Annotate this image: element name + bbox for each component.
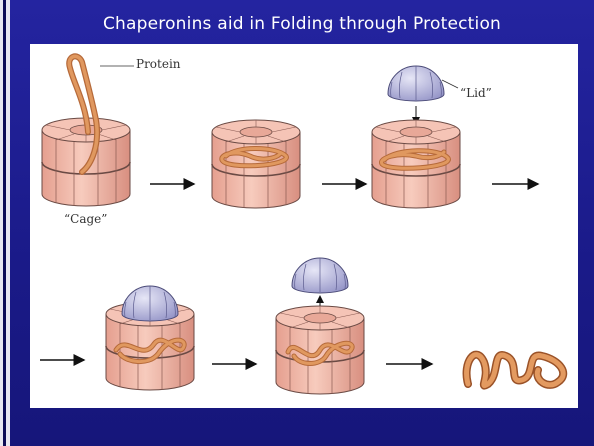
cage-stage-4 xyxy=(106,286,194,390)
cage-stage-3 xyxy=(372,120,460,208)
lid-label: “Lid” xyxy=(460,86,492,100)
folded-protein xyxy=(467,355,564,386)
left-border-bar xyxy=(0,0,10,446)
cage-label: “Cage” xyxy=(64,212,107,226)
cage-stage-5 xyxy=(276,306,364,394)
lid-label-leader xyxy=(442,80,458,88)
slide-title: Chaperonins aid in Folding through Prote… xyxy=(10,14,594,34)
protein-label: Protein xyxy=(136,57,181,71)
cage-stage-2 xyxy=(212,120,300,208)
lid-stage-5 xyxy=(292,258,348,293)
chaperonin-diagram: Protein “Lid” “Cage” xyxy=(30,44,578,408)
lid-stage-3 xyxy=(388,66,444,101)
